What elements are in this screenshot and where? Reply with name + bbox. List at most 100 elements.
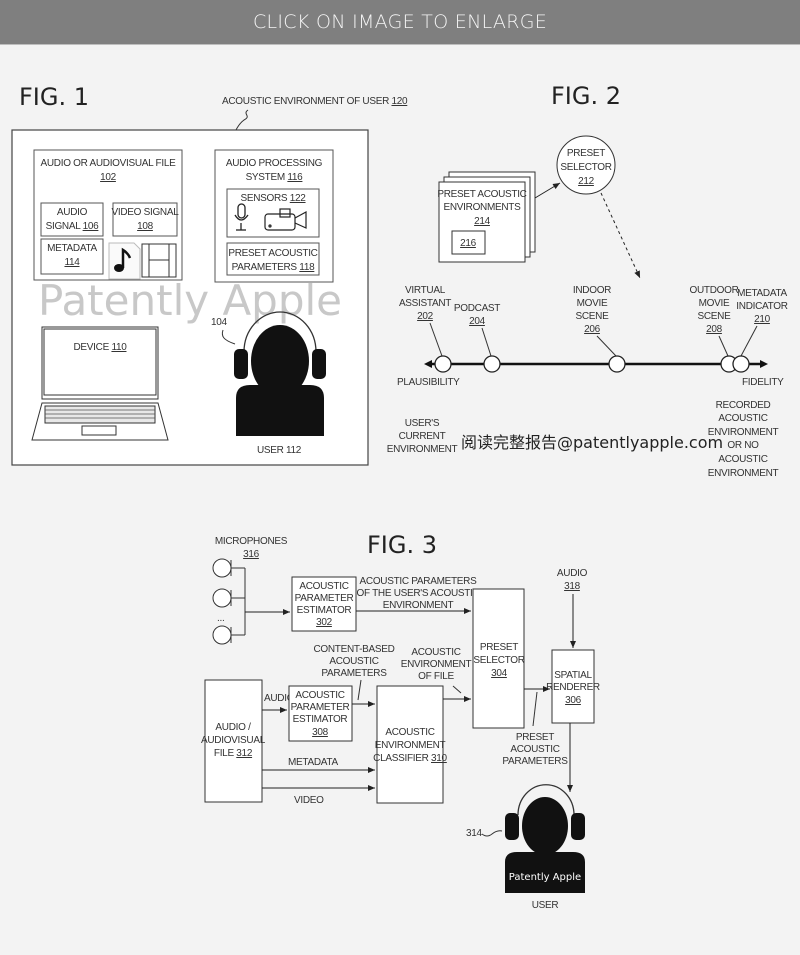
point-label-210: 210 xyxy=(754,314,771,325)
fig3-user-label: USER xyxy=(532,900,559,911)
left-note-2: CURRENT xyxy=(399,431,446,442)
preset-selector-ref: 212 xyxy=(578,176,595,187)
est302-l2: PARAMETER xyxy=(295,593,354,604)
fig1-title: FIG. 1 xyxy=(19,83,89,111)
point-label-202: VIRTUAL xyxy=(405,285,446,296)
spectrum-points: VIRTUALASSISTANT202PODCAST204INDOORMOVIE… xyxy=(399,285,788,373)
left-note-1: USER'S xyxy=(405,418,440,429)
audio-signal-box xyxy=(40,202,104,237)
file312-l1: AUDIO / xyxy=(215,722,251,733)
headphones-leader xyxy=(221,329,236,345)
fig2-title: FIG. 2 xyxy=(551,82,621,110)
est308-l2: PARAMETER xyxy=(291,702,350,713)
sr-l2: RENDERER xyxy=(546,682,600,693)
point-label-208: SCENE xyxy=(698,311,732,322)
banner-label: CLICK ON IMAGE TO ENLARGE xyxy=(252,11,548,33)
content-params-2: ACOUSTIC xyxy=(329,656,378,667)
user-env-params-3: ENVIRONMENT xyxy=(383,600,454,611)
axis-right-arrow xyxy=(760,360,768,368)
inner-box-216 xyxy=(451,230,486,255)
right-note-2: ACOUSTIC xyxy=(718,413,767,424)
microphones-ellipsis: ... xyxy=(217,613,224,624)
spectrum-point-202 xyxy=(434,355,452,373)
user-env-params-1: ACOUSTIC PARAMETERS xyxy=(360,576,478,587)
point-label-208: MOVIE xyxy=(699,298,730,309)
right-note-3: ENVIRONMENT xyxy=(708,427,779,438)
microphones-label: MICROPHONES xyxy=(215,536,288,547)
est302-l3: ESTIMATOR xyxy=(297,605,352,616)
audio-label: AUDIO xyxy=(264,693,295,704)
audio-318-label: AUDIO xyxy=(557,568,588,579)
preset-envs-label: PRESET ACOUSTIC xyxy=(437,189,526,200)
estimator-308-box xyxy=(288,685,353,742)
env-of-file-1: ACOUSTIC xyxy=(411,647,460,658)
inner-ref: 216 xyxy=(460,238,477,249)
figure-1: FIG. 1 ACOUSTIC ENVIRONMENT OF USER 120 … xyxy=(11,83,408,466)
metadata-box xyxy=(40,238,104,275)
laptop-icon xyxy=(31,326,169,441)
estimator-302-box xyxy=(291,576,357,632)
classifier-310-box xyxy=(376,685,444,804)
film-strip-icon xyxy=(141,243,177,278)
fig3-headphones-leader xyxy=(481,830,503,837)
sr-l1: SPATIAL xyxy=(554,670,592,681)
preset-selector-circle xyxy=(556,135,616,195)
user-env-params-2: OF THE USER'S ACOUSTIC xyxy=(357,588,480,599)
right-note-1: RECORDED xyxy=(716,400,771,411)
right-note-4: OR NO xyxy=(727,440,759,451)
ps304-ref: 304 xyxy=(491,668,508,679)
user-headphones-icon xyxy=(505,784,585,893)
point-leader-206 xyxy=(596,335,617,357)
enlarge-image-banner[interactable]: CLICK ON IMAGE TO ENLARGE xyxy=(0,0,800,45)
point-label-202: 202 xyxy=(417,311,434,322)
leader-line xyxy=(235,109,249,131)
av-file-label: AUDIO OR AUDIOVISUAL FILE xyxy=(41,158,177,169)
env-of-file-3: OF FILE xyxy=(418,671,454,682)
fig3-title: FIG. 3 xyxy=(367,531,437,559)
plausibility-label: PLAUSIBILITY xyxy=(397,377,460,388)
fig3-preset-params-2: ACOUSTIC xyxy=(510,744,559,755)
figure-2: FIG. 2 PRESET ACOUSTIC ENVIRONMENTS 214 … xyxy=(387,82,788,479)
preset-envs-ref: 214 xyxy=(474,216,491,227)
point-label-206: MOVIE xyxy=(577,298,608,309)
cls-l2: ENVIRONMENT xyxy=(375,740,446,751)
point-label-206: SCENE xyxy=(576,311,610,322)
est302-ref: 302 xyxy=(316,617,333,628)
est308-l1: ACOUSTIC xyxy=(295,690,344,701)
content-params-3: PARAMETERS xyxy=(321,668,387,679)
spectrum-point-210 xyxy=(732,355,750,373)
spatial-renderer-box xyxy=(551,649,595,724)
acoustic-env-label: ACOUSTIC ENVIRONMENT OF USER 120 xyxy=(222,96,408,107)
ps304-l2: SELECTOR xyxy=(473,655,524,666)
ps304-l1: PRESET xyxy=(480,642,518,653)
est308-ref: 308 xyxy=(312,727,329,738)
point-leader-210 xyxy=(740,325,758,357)
metadata-label: METADATA xyxy=(288,757,338,768)
device-label: DEVICE 110 xyxy=(74,342,128,353)
env-of-file-leader xyxy=(452,685,462,694)
file-312-box xyxy=(204,679,263,803)
point-label-210: INDICATOR xyxy=(736,301,787,312)
watermark: Patently Apple xyxy=(38,276,342,325)
point-leader-208 xyxy=(718,335,729,357)
point-label-204: 204 xyxy=(469,316,486,327)
right-note-6: ENVIRONMENT xyxy=(708,468,779,479)
fidelity-label: FIDELITY xyxy=(742,377,784,388)
spectrum-point-204 xyxy=(483,355,501,373)
axis-left-arrow xyxy=(424,360,432,368)
microphone-circles xyxy=(212,558,246,645)
point-leader-202 xyxy=(429,322,443,357)
user-label: USER 112 xyxy=(257,445,302,456)
preset-params-label-2: PARAMETERS 118 xyxy=(232,262,315,273)
processing-label-2: SYSTEM 116 xyxy=(246,172,304,183)
point-label-208: OUTDOOR xyxy=(689,285,738,296)
camera-icon xyxy=(264,208,307,231)
content-params-leader xyxy=(357,679,362,701)
preset-envs-label-2: ENVIRONMENTS xyxy=(444,202,522,213)
point-label-206: INDOOR xyxy=(573,285,611,296)
music-note-icon xyxy=(108,242,141,280)
est308-l3: ESTIMATOR xyxy=(293,714,348,725)
audio-signal-label-2: SIGNAL 106 xyxy=(46,221,100,232)
spectrum-point-206 xyxy=(608,355,626,373)
